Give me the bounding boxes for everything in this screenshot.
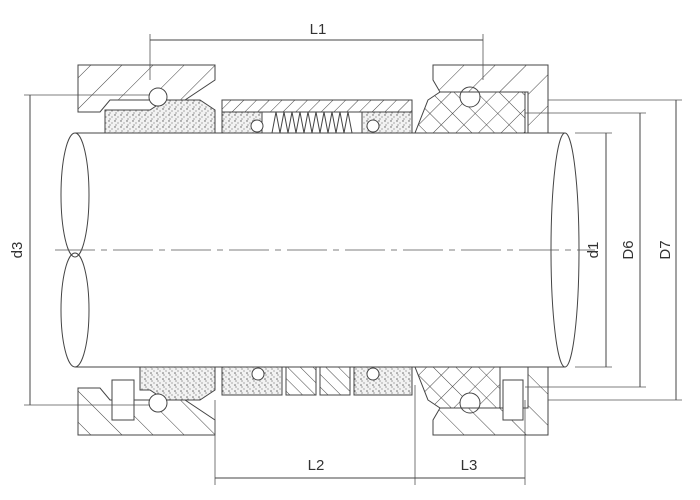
label-d6: D6 bbox=[620, 240, 637, 259]
seal-bottom bbox=[77, 366, 549, 436]
label-d7: D7 bbox=[657, 240, 674, 259]
shaft bbox=[55, 132, 595, 368]
o-ring bbox=[251, 367, 265, 381]
right-gland bbox=[432, 64, 549, 134]
dimension-l2: L2 bbox=[214, 385, 416, 485]
o-ring bbox=[366, 367, 380, 381]
ptfe-seat bbox=[414, 366, 501, 409]
label-l2: L2 bbox=[308, 457, 325, 474]
left-gland bbox=[77, 64, 216, 113]
dimension-l1: L1 bbox=[149, 21, 484, 80]
dimension-d6: D6 bbox=[525, 112, 646, 388]
ptfe-seat bbox=[414, 91, 526, 134]
drive-collar bbox=[285, 366, 317, 396]
drive-collar bbox=[319, 366, 351, 396]
label-d1: d1 bbox=[585, 242, 602, 259]
o-ring bbox=[366, 119, 380, 133]
rotary-face bbox=[221, 366, 283, 396]
dimension-d7: D7 bbox=[548, 99, 682, 401]
stationary-seat bbox=[104, 99, 216, 134]
dimension-l3: L3 bbox=[415, 400, 526, 485]
label-l1: L1 bbox=[310, 21, 327, 38]
dimension-d3: d3 bbox=[9, 94, 150, 406]
spring bbox=[271, 111, 353, 134]
rotary-sleeve bbox=[221, 99, 413, 113]
seal-top bbox=[77, 64, 549, 134]
dimension-d1: d1 bbox=[575, 132, 612, 368]
o-ring bbox=[250, 119, 264, 133]
o-ring bbox=[148, 393, 168, 413]
label-l3: L3 bbox=[461, 457, 478, 474]
stationary-seat bbox=[139, 366, 216, 401]
rotary-face-right bbox=[353, 366, 413, 396]
o-ring bbox=[148, 87, 168, 107]
label-d3: d3 bbox=[9, 242, 26, 259]
